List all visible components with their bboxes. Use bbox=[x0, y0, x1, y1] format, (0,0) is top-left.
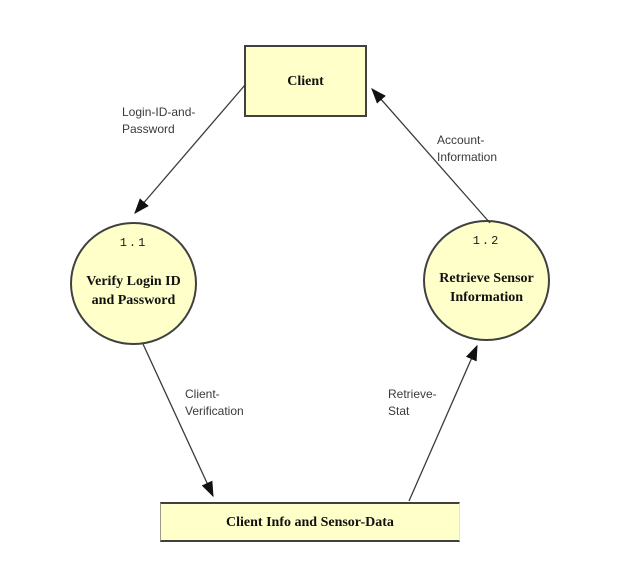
process-retrieve-sensor: 1.2 Retrieve Sensor Information bbox=[423, 220, 550, 341]
flow-arrow-retrieve bbox=[408, 344, 478, 502]
external-entity-label: Client bbox=[287, 73, 324, 89]
flow-label-retrieve-stat: Retrieve- Stat bbox=[388, 387, 437, 418]
flow-label-account: Account- Information bbox=[437, 133, 498, 164]
process-verify-login: 1.1 Verify Login ID and Password bbox=[70, 222, 197, 345]
process-name: Retrieve Sensor Information bbox=[439, 270, 534, 305]
datastore-label: Client Info and Sensor-Data bbox=[226, 514, 394, 530]
process-number: 1.2 bbox=[472, 234, 501, 248]
flow-arrow-verification bbox=[142, 343, 214, 498]
flow-label-login: Login-ID-and- Password bbox=[122, 105, 196, 136]
flow-label-verification: Client- Verification bbox=[185, 387, 244, 418]
process-number: 1.1 bbox=[119, 236, 148, 250]
datastore-client-info: Client Info and Sensor-Data bbox=[160, 502, 460, 542]
external-entity-client: Client bbox=[244, 45, 367, 117]
process-name: Verify Login ID and Password bbox=[86, 273, 181, 308]
